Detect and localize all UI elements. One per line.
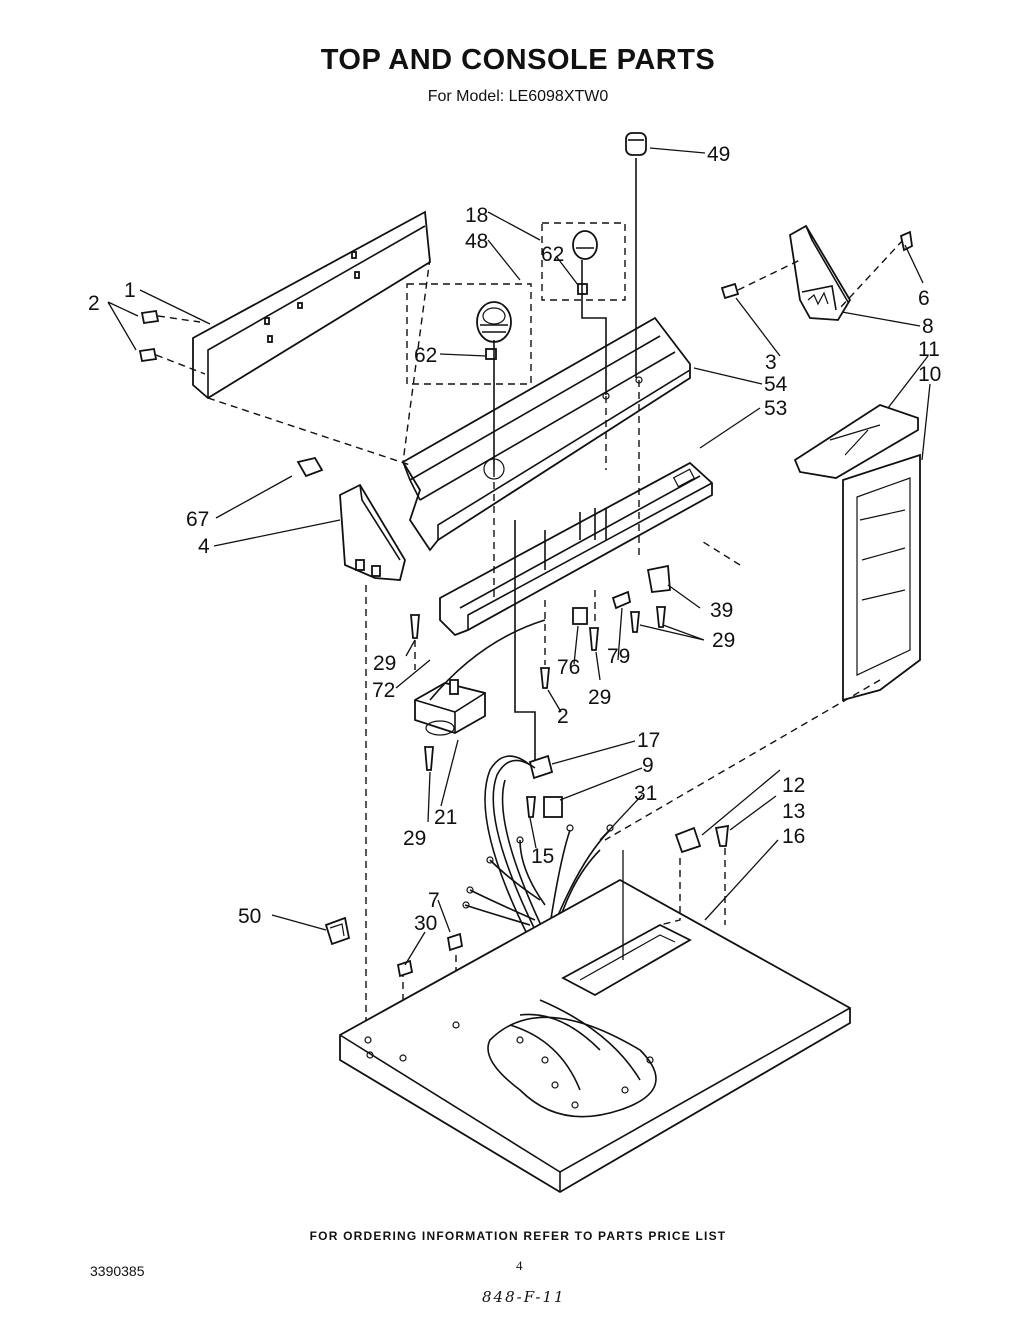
callout-29: 29 [403,827,426,850]
part-control-channel [439,461,713,637]
part-rear-panel [192,210,431,400]
callout-9: 9 [642,754,654,777]
callout-21: 21 [434,806,457,829]
callout-labels: 1 2 49 18 48 62 62 6 8 3 11 10 54 53 67 … [88,143,941,935]
part-main-top-16 [339,539,881,1194]
callout-2: 2 [88,292,100,315]
part-knob-assembly-18 [541,222,626,395]
callout-10: 10 [918,363,941,386]
part-screws-top-left [138,309,206,375]
part-switch-17 [528,754,554,780]
callout-8: 8 [922,315,934,338]
callout-13: 13 [782,800,805,823]
part-connector-12 [674,826,702,854]
callout-54: 54 [764,373,788,396]
callout-12: 12 [782,774,805,797]
callout-62: 62 [414,344,437,367]
part-clip-7 [446,932,464,952]
part-lint-screen [842,453,921,702]
model-subtitle: For Model: LE6098XTW0 [427,88,609,105]
callout-7: 7 [428,889,440,912]
part-screws-small [410,564,671,818]
part-end-cap-4 [339,483,406,581]
callout-67: 67 [186,508,209,531]
handwritten-note: 848-F-11 [482,1288,566,1306]
part-clip-67 [296,456,324,478]
callout-29: 29 [712,629,735,652]
page-title: TOP AND CONSOLE PARTS [320,44,716,76]
callout-72: 72 [372,679,395,702]
callout-30: 30 [414,912,437,935]
callout-62: 62 [541,243,564,266]
part-console-backguard [207,257,691,552]
part-bracket-50 [324,916,351,946]
page-number: 4 [516,1258,523,1273]
callout-79: 79 [607,645,630,668]
part-timer-21 [414,619,546,736]
part-knob-assembly-48 [406,283,532,470]
callout-29: 29 [588,686,611,709]
callout-49: 49 [707,143,730,166]
callout-11: 11 [918,338,940,361]
callout-48: 48 [465,230,488,253]
callout-4: 4 [198,535,210,558]
callout-17: 17 [637,729,660,752]
callout-3: 3 [765,351,777,374]
part-screw-13 [714,824,730,847]
callout-18: 18 [465,204,488,227]
callout-16: 16 [782,825,805,848]
ordering-info-footer: FOR ORDERING INFORMATION REFER TO PARTS … [309,1229,727,1243]
part-bracket-8 [720,224,913,321]
callout-39: 39 [710,599,733,622]
callout-31: 31 [634,782,657,805]
leader-lines [107,147,931,966]
part-lint-screen-cover [793,404,919,479]
callout-15: 15 [531,845,554,868]
callout-1: 1 [124,279,136,302]
callout-76: 76 [557,656,580,679]
callout-53: 53 [764,397,787,420]
part-switch-9 [543,796,563,818]
callout-29: 29 [373,652,396,675]
callout-6: 6 [918,287,930,310]
document-number: 3390385 [90,1263,145,1279]
callout-50: 50 [238,905,261,928]
part-clip-30 [396,959,414,978]
part-knob-49 [625,132,647,378]
callout-2: 2 [557,705,569,728]
